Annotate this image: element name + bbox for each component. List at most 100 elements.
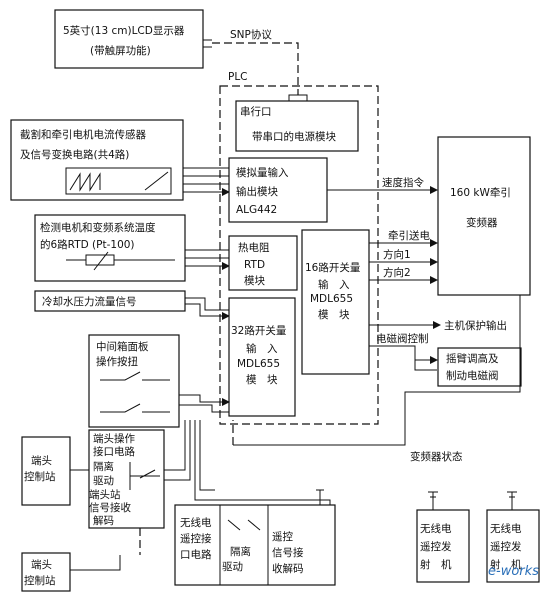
analog-line2: 输出模块 [236, 185, 278, 198]
dir1-label: 方向1 [383, 248, 411, 261]
panel-line2: 操作按扭 [96, 355, 138, 368]
status-label: 变频器状态 [410, 450, 463, 463]
snp-link [212, 42, 299, 96]
power-line1: 串行口 [240, 105, 272, 118]
traction-label: 牵引送电 [388, 229, 430, 242]
plc-label: PLC [228, 71, 248, 83]
switch2-icon [100, 403, 170, 413]
in32-module-block: 32路开关量 输 入 MDL655 模 块 [228, 297, 296, 417]
cooling-label: 冷却水压力流量信号 [42, 295, 137, 308]
temp-rtd-lines [185, 249, 229, 266]
in32-line2: 输 入 [246, 342, 278, 355]
panel-line1: 中间箱面板 [96, 340, 149, 353]
plc-boundary [219, 85, 379, 425]
dir2-label: 方向2 [383, 266, 411, 279]
temp-line1: 检测电机和变频系统温度 [40, 221, 156, 234]
inverter-block: 160 kW牵引 变频器 [437, 136, 531, 296]
lcd-line1: 5英寸(13 cm)LCD显示器 [63, 24, 185, 37]
end-switch-icon [139, 469, 156, 479]
tx2-block: 无线电 遥控发 射 机 [486, 491, 540, 583]
wl-line2: 遥控接 [180, 532, 212, 545]
wl-line3: 口电路 [180, 548, 212, 561]
tx2-line3: 射 机 [490, 558, 522, 571]
wl-line1: 无线电 [180, 516, 212, 529]
tx1-line2: 遥控发 [420, 540, 452, 553]
lcd-display-block: 5英寸(13 cm)LCD显示器 (带触屏功能) [54, 9, 204, 69]
rtd-line1: 热电阻 [238, 241, 270, 254]
recv-line3: 解码 [93, 514, 114, 527]
solenoid-line2 [414, 346, 437, 371]
snp-label: SNP协议 [230, 28, 272, 41]
inverter-line2: 变频器 [466, 216, 498, 229]
status-line [233, 295, 521, 446]
wl-switch-icon [227, 519, 261, 531]
tx1-line3: 射 机 [420, 558, 452, 571]
rtd-line2: RTD [244, 259, 265, 271]
converter-slash-icon [144, 171, 169, 191]
out16-line3: MDL655 [310, 293, 353, 305]
out16-module-block: 16路开关量 输 入 MDL655 模 块 [301, 229, 370, 375]
current-sensor-block: 截割和牵引电机电流传感器 及信号变换电路(共4路) [10, 119, 184, 201]
in32-line1: 32路开关量 [231, 324, 287, 337]
iso-line1: 隔离 [93, 460, 114, 473]
tx1-block: 无线电 遥控发 射 机 [416, 491, 470, 583]
rd-line3: 收解码 [272, 562, 304, 575]
wireless-in32-line2 [199, 420, 215, 491]
panel-buttons-block: 中间箱面板 操作按扭 [88, 334, 180, 428]
iso-line2: 驱动 [93, 475, 114, 487]
analog-line1: 模拟量输入 [236, 166, 289, 179]
watermark: e-works [488, 564, 539, 579]
iso2-line2: 驱动 [222, 561, 243, 573]
recv-line1: 端头站 [89, 488, 121, 501]
tx1-antenna-icon [428, 491, 438, 510]
tx2-antenna-icon [507, 491, 517, 510]
speed-label: 速度指令 [382, 176, 424, 189]
out16-line2: 输 入 [318, 278, 350, 291]
antenna-receiver-icon [316, 489, 324, 505]
tx1-line1: 无线电 [420, 522, 452, 535]
end-station-bottom-block: 端头 控制站 [21, 552, 71, 592]
solenoid-arrow [369, 345, 438, 364]
swing-line2: 制动电磁阀 [446, 369, 499, 382]
recv-line2: 信号接收 [89, 501, 131, 514]
panel-in32-line [179, 394, 230, 406]
tx2-line1: 无线电 [490, 522, 522, 535]
tx2-line2: 遥控发 [490, 540, 522, 553]
power-line2: 带串口的电源模块 [252, 130, 336, 143]
power-module-block: 串行口 带串口的电源模块 [235, 100, 359, 152]
inverter-line1: 160 kW牵引 [450, 186, 511, 199]
solenoid-label: 电磁阀控制 [376, 332, 429, 345]
sawtooth-icon [69, 172, 101, 192]
wl-dividers [219, 505, 269, 585]
end-top-line1: 端头 [31, 454, 52, 467]
out16-line4: 模 块 [318, 309, 350, 321]
iso-divider [129, 462, 160, 490]
swing-line1: 摇臂调高及 [446, 352, 499, 365]
in32-line4: 模 块 [246, 374, 278, 386]
end-if-in32-lines [164, 420, 191, 481]
iso2-line1: 隔离 [230, 545, 251, 558]
lcd-line2: (带触屏功能) [90, 44, 151, 57]
temp-detect-block: 检测电机和变频系统温度 的6路RTD (Pt-100) [34, 214, 186, 282]
end-if-line2: 接口电路 [93, 445, 135, 458]
out16-line1: 16路开关量 [305, 261, 361, 274]
cooling-signal-block: 冷却水压力流量信号 [34, 290, 186, 312]
cooling-lines [185, 297, 229, 316]
rd-line1: 遥控 [272, 530, 293, 543]
rtd-module-block: 热电阻 RTD 模块 [228, 235, 298, 291]
sensor-analog-lines [183, 167, 229, 192]
wireless-interface-block: 无线电 遥控接 口电路 隔离 驱动 遥控 信号接 收解码 [174, 504, 336, 586]
end-station-top-block: 端头 控制站 [21, 436, 71, 506]
end-bottom-wire [70, 555, 121, 571]
sensor-line2: 及信号变换电路(共4路) [20, 148, 129, 161]
end-top-line2: 控制站 [24, 470, 56, 483]
switch1-icon [100, 371, 170, 381]
analog-line3: ALG442 [236, 204, 277, 216]
end-if-line1: 端头操作 [93, 432, 135, 445]
panel-in32-line2 [179, 404, 229, 413]
sensor-line1: 截割和牵引电机电流传感器 [20, 128, 146, 141]
temp-line2: 的6路RTD (Pt-100) [40, 238, 135, 251]
end-bottom-line2: 控制站 [24, 574, 56, 587]
end-interface-block: 端头操作 接口电路 隔离 驱动 端头站 信号接收 解码 [88, 429, 165, 529]
